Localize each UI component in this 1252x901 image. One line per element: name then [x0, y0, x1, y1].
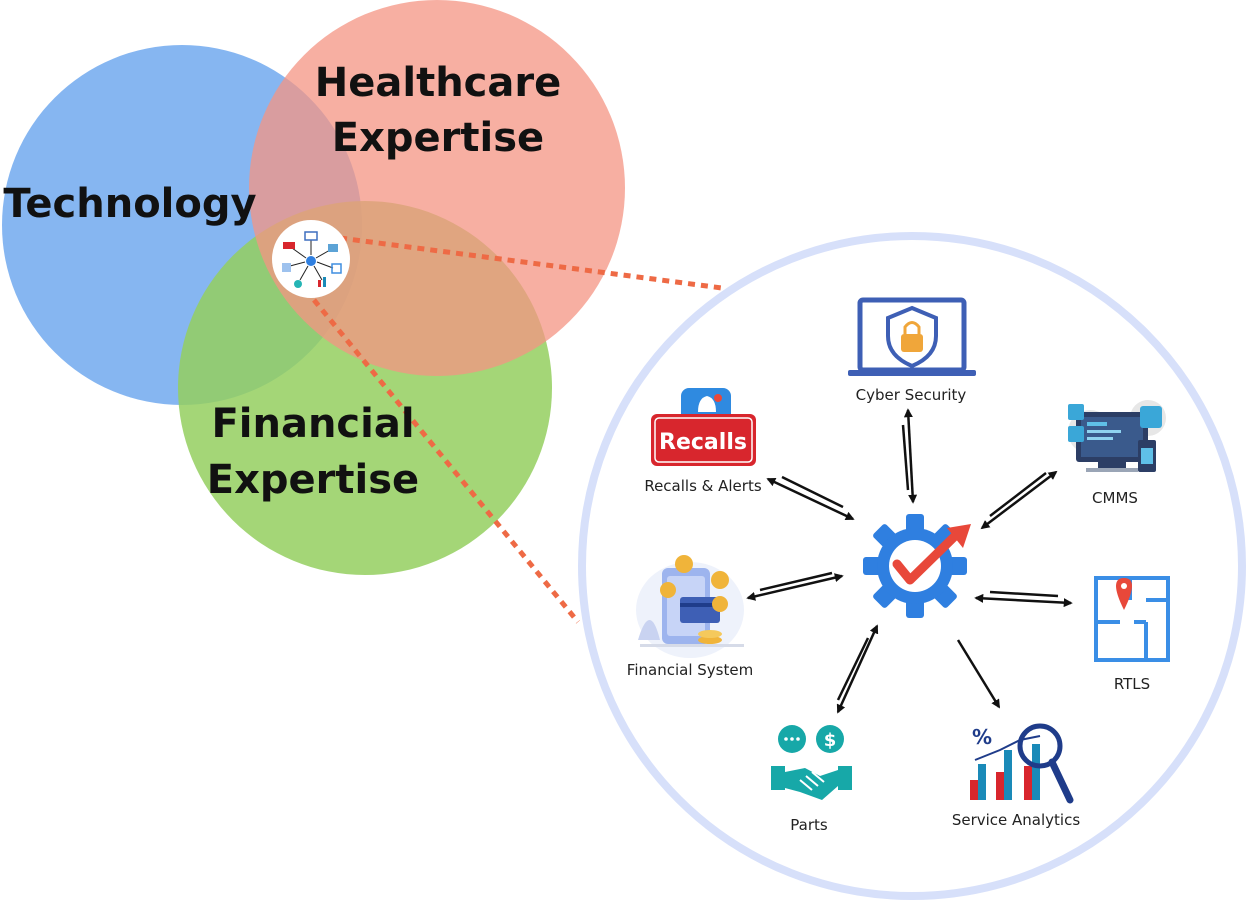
parts-label: Parts [790, 816, 828, 834]
svg-text:$: $ [824, 730, 837, 751]
node-cmms: CMMS [1068, 400, 1166, 507]
analytics-chart-magnifier-icon: % [970, 723, 1074, 804]
financial-label-line2: Expertise [207, 457, 419, 503]
zoom-connectors [312, 235, 723, 624]
rtls-label: RTLS [1114, 675, 1150, 693]
node-recalls-alerts: Recalls Recalls & Alerts [644, 388, 762, 495]
arrow-recalls [766, 477, 855, 521]
arrow-cmms [980, 470, 1058, 530]
venn-diagram [2, 0, 625, 575]
node-financial-system: Financial System [627, 555, 753, 679]
cmms-label: CMMS [1092, 489, 1138, 507]
healthcare-label-line2: Expertise [332, 115, 544, 161]
healthcare-circle [249, 0, 625, 376]
mini-ecosystem-thumbnail [272, 220, 350, 298]
arrow-financial-system [746, 573, 844, 601]
technology-label: Technology [3, 181, 256, 227]
node-service-analytics: % Service Analytics [952, 723, 1081, 829]
arrow-service-analytics [956, 639, 1001, 709]
arrow-cyber-security [903, 408, 918, 504]
zoom-connector-bottom [312, 298, 580, 624]
floorplan-location-icon [1094, 576, 1170, 662]
recalls-alerts-label: Recalls & Alerts [644, 477, 762, 495]
computer-dashboard-icon [1068, 400, 1166, 472]
laptop-shield-lock-icon [848, 297, 976, 376]
recalls-bell-icon: Recalls [651, 388, 756, 466]
gear-checkmark-icon [863, 514, 971, 618]
svg-text:%: % [972, 725, 992, 749]
financial-label-line1: Financial [211, 401, 414, 447]
node-parts: $ Parts [771, 725, 852, 834]
arrow-parts [836, 624, 879, 714]
arrow-rtls [974, 593, 1073, 608]
handshake-dollar-icon: $ [771, 725, 852, 800]
service-analytics-label: Service Analytics [952, 811, 1081, 829]
healthcare-label-line1: Healthcare [315, 60, 561, 106]
cyber-security-label: Cyber Security [856, 386, 967, 404]
recalls-badge-text: Recalls [659, 430, 747, 455]
connection-arrows [746, 408, 1073, 714]
financial-system-label: Financial System [627, 661, 753, 679]
node-rtls: RTLS [1094, 576, 1170, 693]
node-cyber-security: Cyber Security [848, 297, 976, 404]
phone-payment-icon [636, 555, 744, 658]
